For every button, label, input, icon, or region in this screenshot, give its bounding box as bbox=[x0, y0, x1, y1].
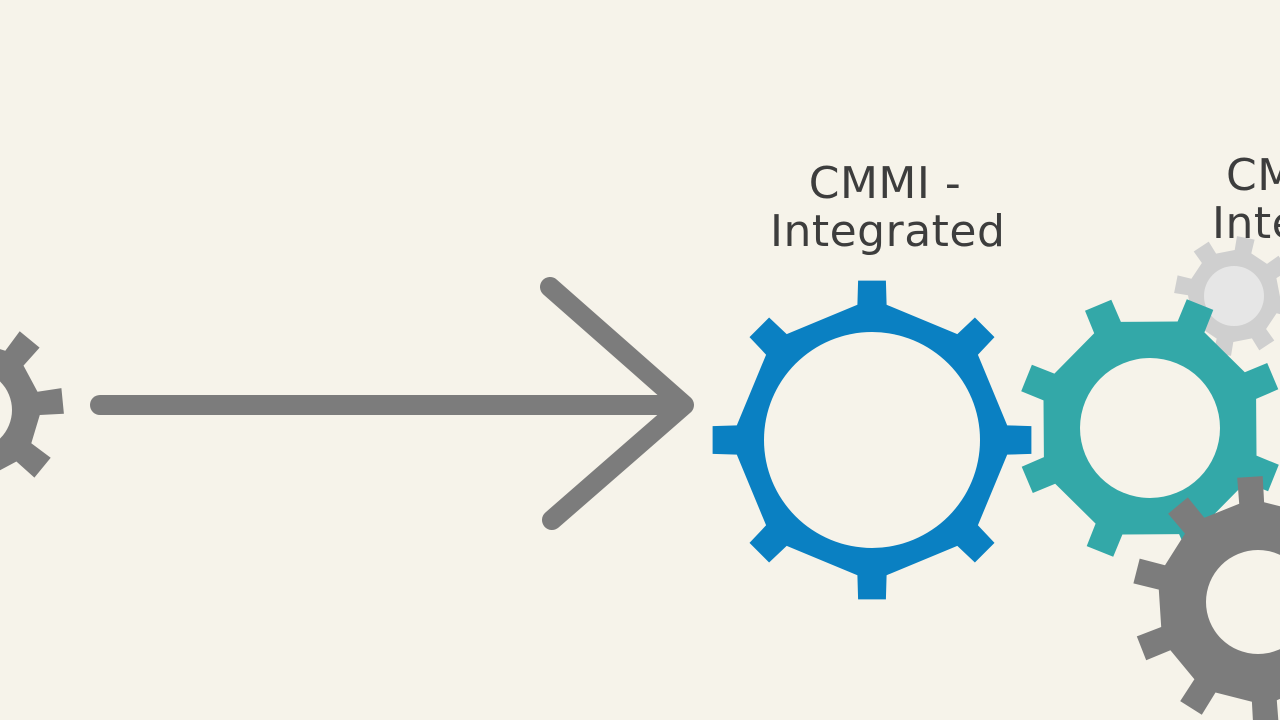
gear-label-secondary-line-1: CM bbox=[1226, 150, 1280, 201]
gear-label-secondary-line-2: Inte bbox=[1212, 198, 1280, 249]
gear-icon-teal bbox=[1021, 299, 1279, 557]
gear-icon-gray-left-hole bbox=[0, 381, 12, 439]
gear-icon-teal-hole bbox=[1080, 358, 1220, 498]
gear-icon-gray-left bbox=[0, 331, 64, 478]
gear-icon-gray-right-hole bbox=[1206, 550, 1280, 654]
gear-icon-blue bbox=[712, 280, 1032, 600]
gear-label-title-line-2: Integrated bbox=[770, 206, 1006, 257]
gear-icon-blue-hole bbox=[764, 332, 980, 548]
gear-icon-light-gray-hole bbox=[1204, 266, 1264, 326]
gear-label-title-line-1: CMMI - bbox=[808, 158, 962, 209]
gear-icon-gray-right bbox=[1133, 476, 1280, 720]
gear-icon-gray-left-body bbox=[0, 331, 64, 478]
arrow-right-icon bbox=[90, 277, 694, 530]
